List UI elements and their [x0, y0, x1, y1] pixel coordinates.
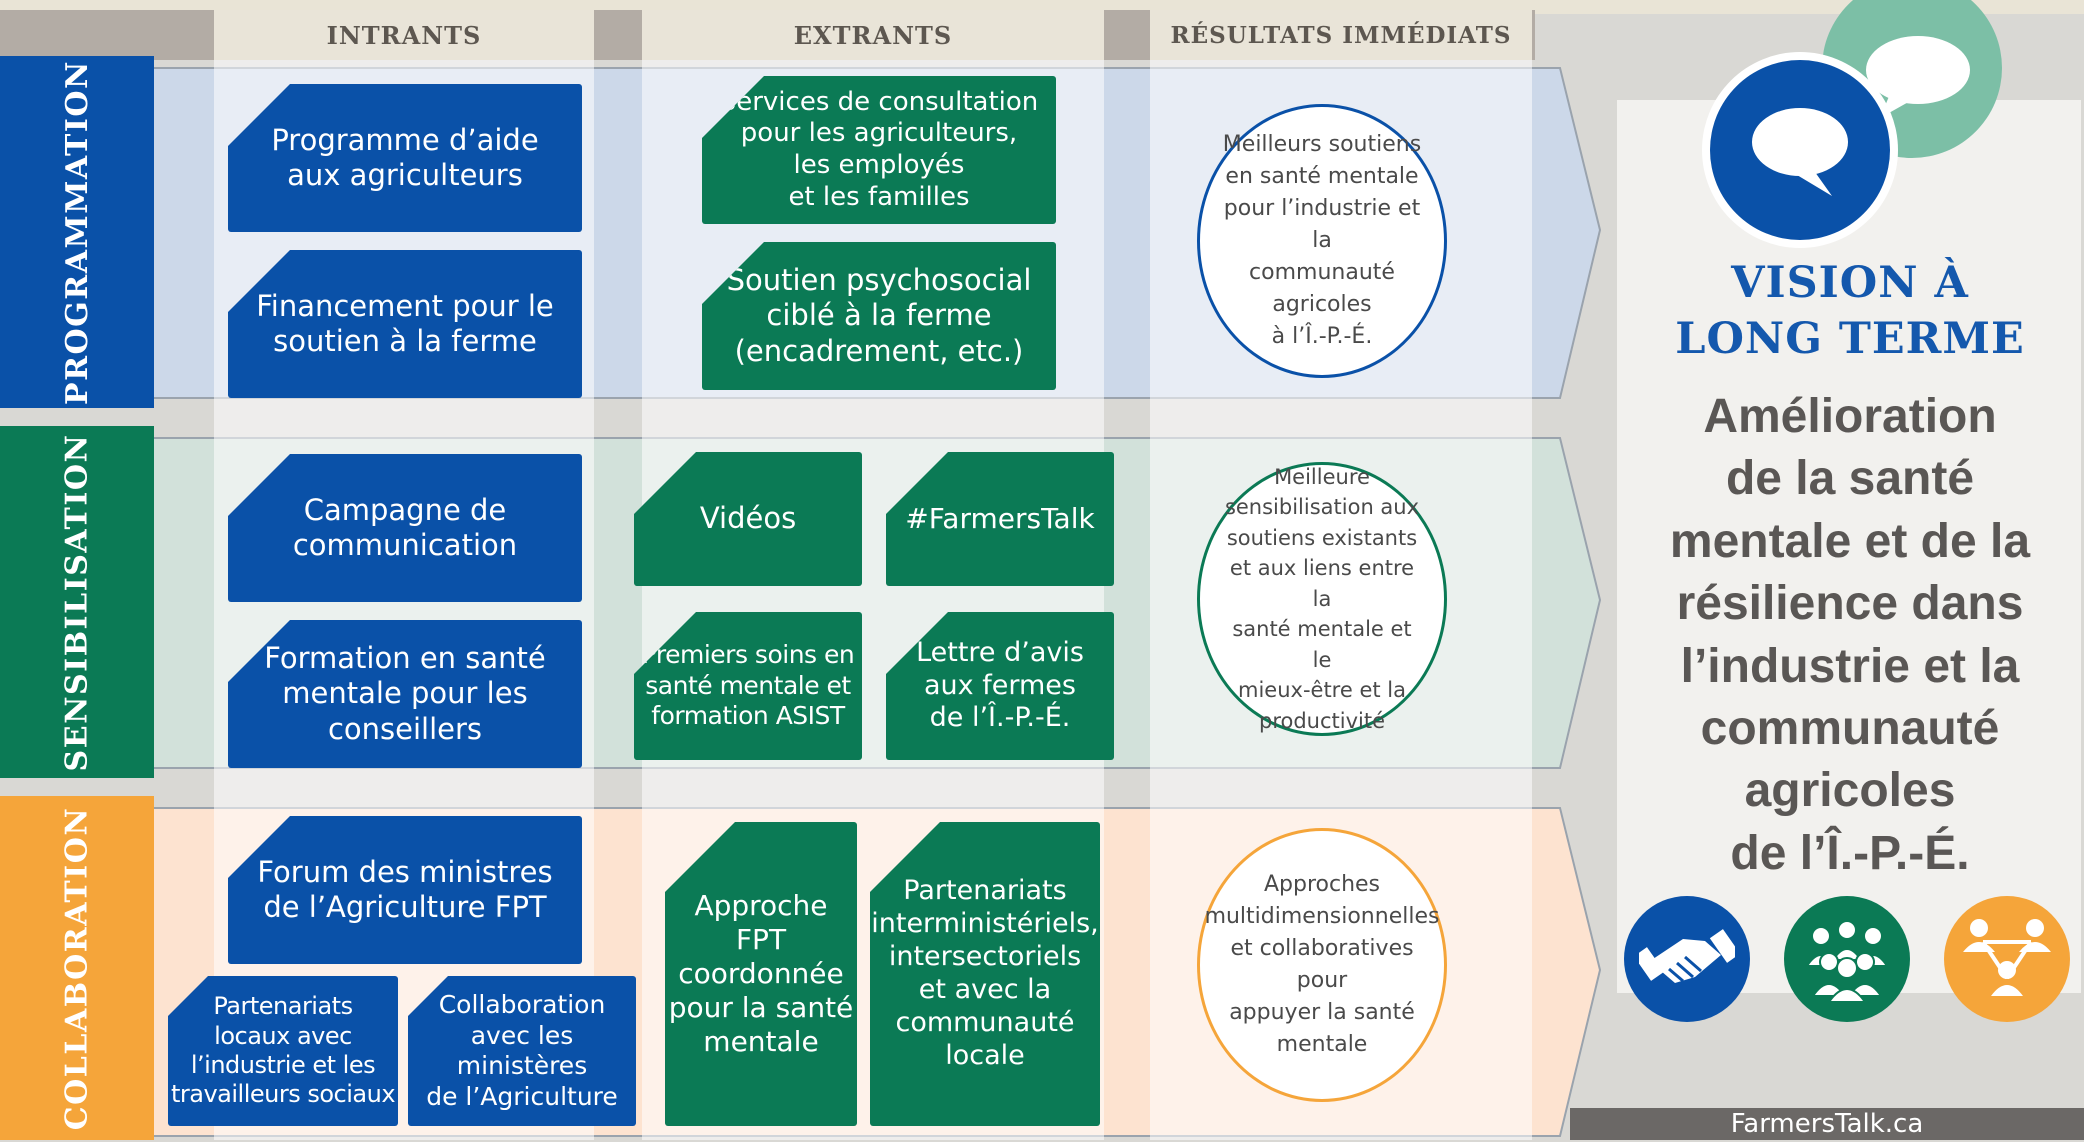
card-premiers-soins: Premiers soins en santé mentale et forma… — [634, 612, 862, 760]
result-collaboration: Approches multidimensionnelles et collab… — [1197, 828, 1447, 1102]
speech-bubble-icon — [1702, 52, 1898, 248]
vision-panel — [1617, 100, 2081, 993]
card-collaboration-ministeres: Collaboration avec les ministères de l’A… — [408, 976, 636, 1126]
row-label-sensibilisation: SENSIBILISATION — [0, 426, 154, 778]
column-header-resultats: RÉSULTATS IMMÉDIATS — [1150, 10, 1532, 60]
card-formation-conseillers: Formation en santé mentale pour les cons… — [228, 620, 582, 768]
vision-goal: Amélioration de la santé mentale et de l… — [1669, 390, 2031, 880]
card-campagne-communication: Campagne de communication — [228, 454, 582, 602]
card-lettre-avis: Lettre d’avis aux fermes de l’Î.-P.-É. — [886, 612, 1114, 760]
card-approche-fpt: Approche FPT coordonnée pour la santé me… — [665, 822, 857, 1126]
group-people-icon — [1784, 896, 1910, 1022]
network-people-icon — [1944, 896, 2070, 1022]
row-label-programmation: PROGRAMMATION — [0, 56, 154, 408]
card-partenariats-locaux: Partenariats locaux avec l’industrie et … — [168, 976, 398, 1126]
card-forum-ministres: Forum des ministres de l’Agriculture FPT — [228, 816, 582, 964]
column-header-extrants: EXTRANTS — [642, 10, 1104, 60]
card-programme-aide: Programme d’aide aux agriculteurs — [228, 84, 582, 232]
card-services-consultation: Services de consultation pour les agricu… — [702, 76, 1056, 224]
result-programmation: Meilleurs soutiens en santé mentale pour… — [1197, 104, 1447, 378]
result-sensibilisation: Meilleure sensibilisation aux soutiens e… — [1197, 462, 1447, 736]
footer-website[interactable]: FarmersTalk.ca — [1570, 1108, 2084, 1140]
card-financement: Financement pour le soutien à la ferme — [228, 250, 582, 398]
row-label-collaboration: COLLABORATION — [0, 796, 154, 1140]
vision-title: VISION À LONG TERME — [1675, 258, 2025, 364]
card-soutien-psychosocial: Soutien psychosocial ciblé à la ferme (e… — [702, 242, 1056, 390]
card-partenariats-interministeriels: Partenariats interministériels, intersec… — [870, 822, 1100, 1126]
handshake-icon — [1624, 896, 1750, 1022]
column-header-intrants: INTRANTS — [214, 10, 594, 60]
speech-bubbles — [1702, 0, 2002, 248]
